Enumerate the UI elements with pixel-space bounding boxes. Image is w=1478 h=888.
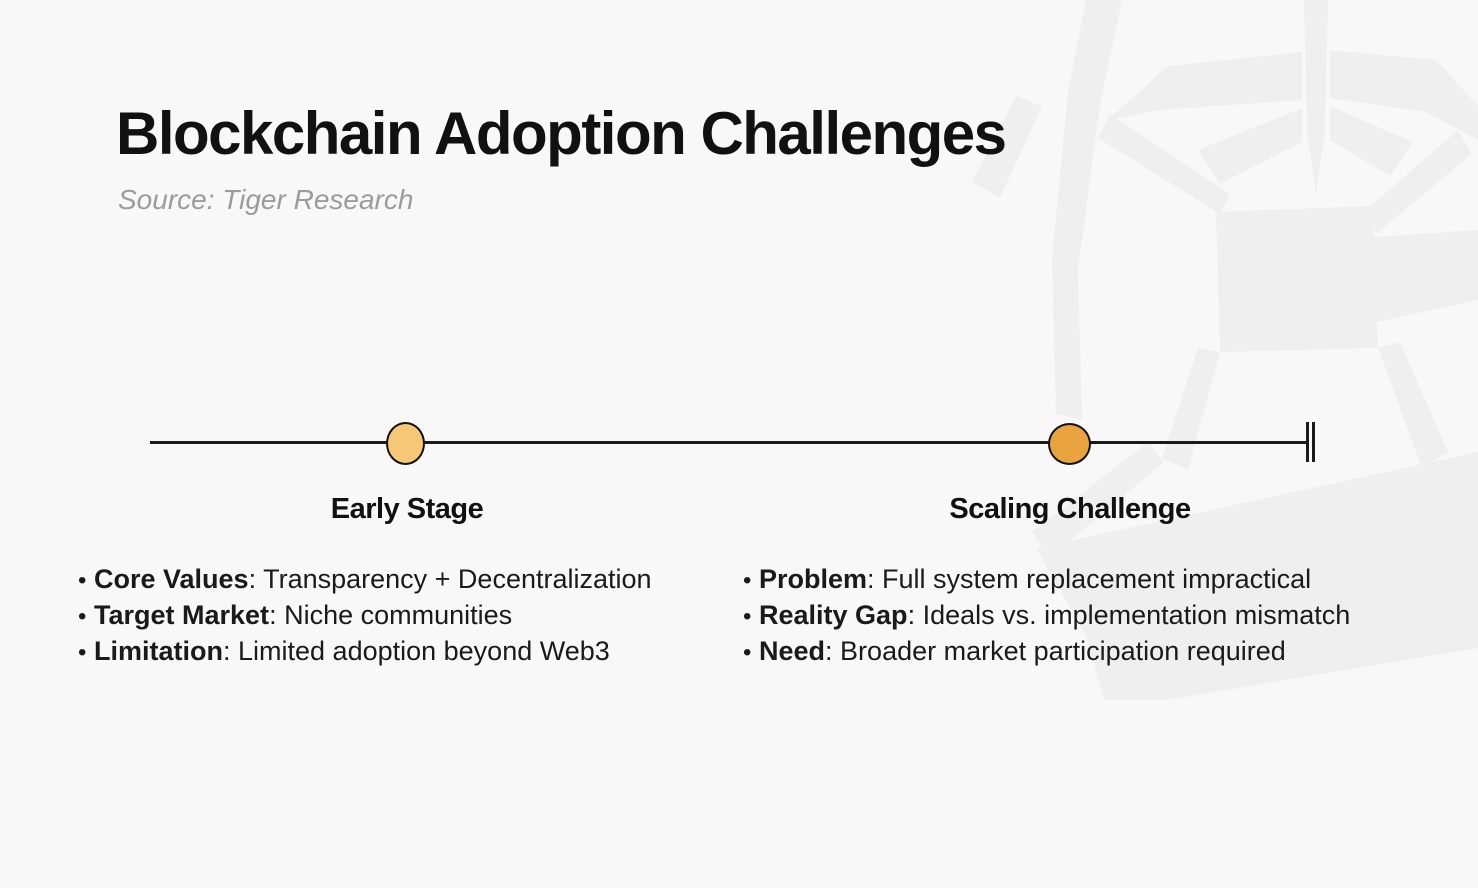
point-desc: Ideals vs. implementation mismatch	[922, 600, 1351, 630]
scaling-challenge-point-list: • Problem: Full system replacement imprac…	[743, 562, 1350, 670]
source-attribution: Source: Tiger Research	[118, 184, 414, 215]
page-title: Blockchain Adoption Challenges	[116, 100, 1007, 167]
list-item: • Need: Broader market participation requ…	[743, 634, 1350, 670]
point-term: Reality Gap	[759, 600, 908, 630]
point-term: Core Values	[94, 564, 249, 594]
milestone-label-scaling-challenge: Scaling Challenge	[949, 493, 1191, 525]
bullet-icon: •	[78, 639, 87, 666]
bullet-icon: •	[743, 639, 752, 666]
list-item: • Core Values: Transparency + Decentraliz…	[78, 562, 652, 598]
point-desc: Transparency + Decentralization	[263, 564, 652, 594]
bullet-icon: •	[78, 567, 87, 594]
early-stage-point-list: • Core Values: Transparency + Decentraliz…	[78, 562, 652, 670]
point-separator: :	[223, 636, 239, 666]
point-desc: Broader market participation required	[840, 636, 1286, 666]
point-term: Problem	[759, 564, 868, 594]
point-term: Target Market	[94, 600, 270, 630]
milestone-dot-scaling-challenge	[1048, 423, 1091, 465]
point-desc: Full system replacement impractical	[882, 564, 1312, 594]
list-item: • Reality Gap: Ideals vs. implementation …	[743, 598, 1350, 634]
timeline-end-bar	[1306, 422, 1309, 462]
timeline-end-bar	[1312, 422, 1315, 462]
point-separator: :	[248, 564, 264, 594]
list-item: • Problem: Full system replacement imprac…	[743, 562, 1350, 598]
point-term: Limitation	[94, 636, 223, 666]
bullet-icon: •	[743, 603, 752, 630]
milestone-dot-early-stage	[386, 422, 425, 465]
point-term: Need	[759, 636, 826, 666]
milestone-label-early-stage: Early Stage	[330, 493, 484, 525]
point-separator: :	[867, 564, 883, 594]
point-separator: :	[907, 600, 923, 630]
bullet-icon: •	[743, 567, 752, 594]
point-desc: Niche communities	[284, 600, 513, 630]
bullet-icon: •	[78, 603, 87, 630]
point-desc: Limited adoption beyond Web3	[238, 636, 610, 666]
list-item: • Limitation: Limited adoption beyond Web…	[78, 634, 652, 670]
point-separator: :	[269, 600, 285, 630]
point-separator: :	[825, 636, 841, 666]
list-item: • Target Market: Niche communities	[78, 598, 652, 634]
timeline-axis	[150, 441, 1307, 444]
